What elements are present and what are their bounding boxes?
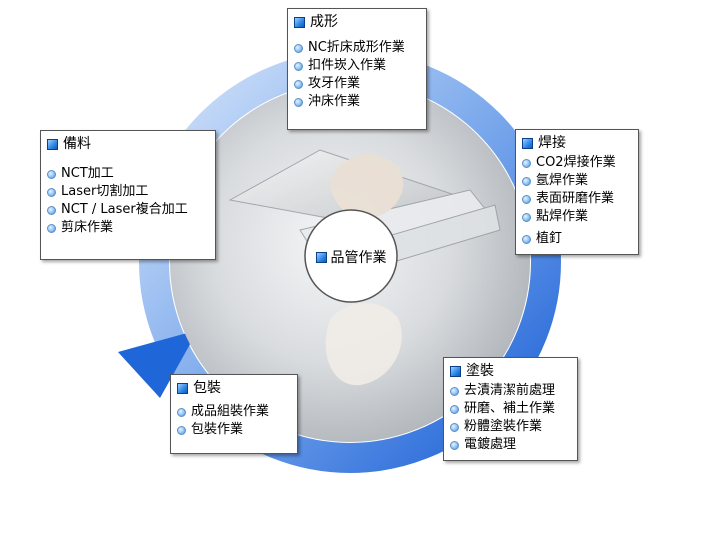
square-icon — [294, 16, 305, 28]
list-item: 包裝作業 — [177, 421, 291, 439]
list-item: NCT加工 — [47, 165, 209, 183]
box-forming-title: 成形 — [294, 13, 420, 31]
square-icon — [450, 365, 461, 377]
bullet-icon — [47, 169, 56, 179]
box-forming: 成形 NC折床成形作業 扣件崁入作業 攻牙作業 沖床作業 — [287, 8, 427, 130]
list-item: 剪床作業 — [47, 219, 209, 237]
list-item: Laser切割加工 — [47, 183, 209, 201]
list-item: 成品組裝作業 — [177, 403, 291, 421]
list-item: 植釘 — [522, 230, 632, 248]
list-item: 研磨、補土作業 — [450, 400, 571, 418]
bullet-icon — [522, 212, 531, 222]
box-packing: 包裝 成品組裝作業 包裝作業 — [170, 374, 298, 454]
bullet-icon — [450, 386, 459, 396]
box-painting-title: 塗裝 — [450, 362, 571, 380]
square-icon — [47, 138, 58, 150]
photo-metal-parts — [228, 149, 501, 386]
bullet-icon — [522, 176, 531, 186]
bullet-icon — [47, 223, 56, 233]
box-packing-title: 包裝 — [177, 379, 291, 397]
square-icon — [522, 137, 533, 149]
bullet-icon — [294, 43, 303, 53]
bullet-icon — [294, 61, 303, 71]
bullet-icon — [177, 407, 186, 417]
list-item: NCT / Laser複合加工 — [47, 201, 209, 219]
list-item: 粉體塗裝作業 — [450, 418, 571, 436]
square-icon — [177, 382, 188, 394]
list-item: 攻牙作業 — [294, 75, 420, 93]
box-welding: 焊接 CO2焊接作業 氬焊作業 表面研磨作業 點焊作業 植釘 — [515, 129, 639, 255]
list-item: 點焊作業 — [522, 208, 632, 226]
list-item: 電鍍處理 — [450, 436, 571, 454]
box-prep-title: 備料 — [47, 135, 209, 153]
list-item: 氬焊作業 — [522, 172, 632, 190]
cycle-arrow-head — [118, 330, 198, 398]
center-circle — [304, 209, 398, 303]
bullet-icon — [47, 187, 56, 197]
bullet-icon — [294, 79, 303, 89]
bullet-icon — [522, 234, 531, 244]
list-item: NC折床成形作業 — [294, 39, 420, 57]
bullet-icon — [522, 194, 531, 204]
list-item: 扣件崁入作業 — [294, 57, 420, 75]
list-item: 沖床作業 — [294, 93, 420, 111]
list-item: 去漬清潔前處理 — [450, 382, 571, 400]
bullet-icon — [450, 404, 459, 414]
bullet-icon — [522, 158, 531, 168]
bullet-icon — [177, 425, 186, 435]
bullet-icon — [450, 422, 459, 432]
bullet-icon — [47, 205, 56, 215]
list-item: 表面研磨作業 — [522, 190, 632, 208]
center-label: 品管作業 — [330, 250, 387, 266]
bullet-icon — [294, 97, 303, 107]
center-node: 品管作業 — [304, 214, 398, 300]
box-painting: 塗裝 去漬清潔前處理 研磨、補土作業 粉體塗裝作業 電鍍處理 — [443, 357, 578, 461]
center-square-icon — [315, 251, 327, 263]
bullet-icon — [450, 440, 459, 450]
box-prep: 備料 NCT加工 Laser切割加工 NCT / Laser複合加工 剪床作業 — [40, 130, 216, 260]
list-item: CO2焊接作業 — [522, 154, 632, 172]
box-welding-title: 焊接 — [522, 134, 632, 152]
